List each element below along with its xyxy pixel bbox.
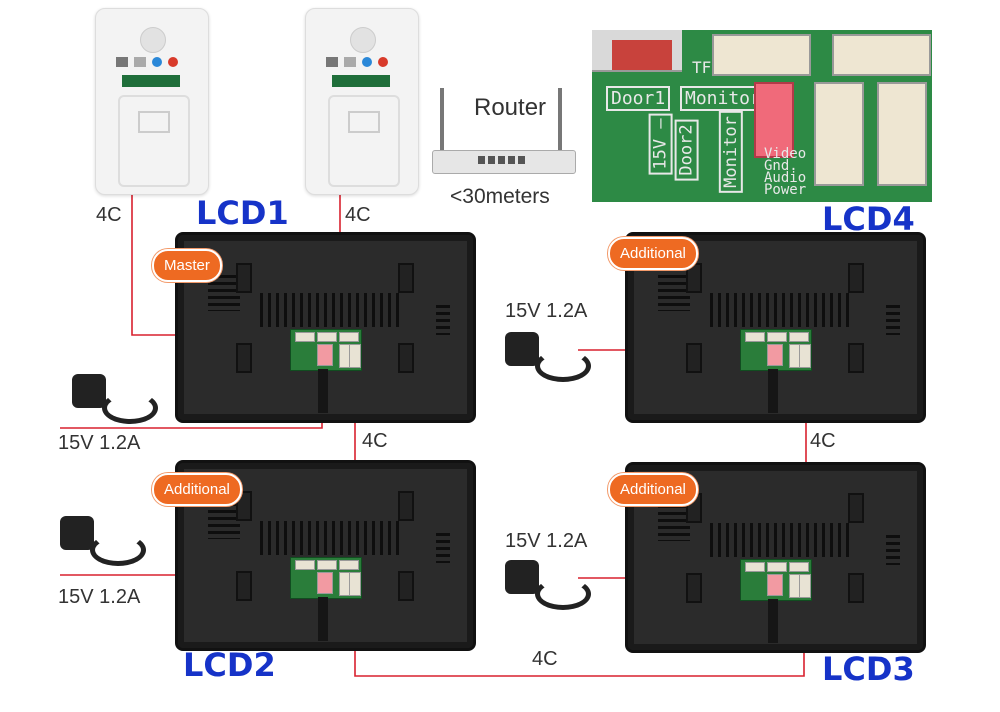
- cable-label-door1: 4C: [96, 204, 122, 226]
- distance-label: <30meters: [450, 185, 550, 208]
- cable-label-door2: 4C: [345, 204, 371, 226]
- additional-badge-lcd4: Additional: [608, 237, 698, 270]
- cable-label-lcd2-lcd3: 4C: [532, 648, 558, 670]
- pcb-label-monitor-1: Monitor: [680, 86, 766, 111]
- pcb-label-door1: Door1: [606, 86, 671, 111]
- power-adapter-icon: [505, 556, 591, 610]
- power-label-lcd1: 15V 1.2A: [58, 432, 141, 454]
- pcb-label-15v: 15V —: [648, 113, 673, 175]
- monitor-lcd1: [175, 232, 476, 423]
- pcb-label-power: Power: [764, 182, 807, 198]
- pcb-closeup: TF Door1 Monitor 15V — Door2 Monitor Vid…: [592, 30, 932, 202]
- power-label-lcd2: 15V 1.2A: [58, 586, 141, 608]
- power-label-lcd4: 15V 1.2A: [505, 300, 588, 322]
- router-icon: [432, 88, 577, 178]
- pcb-label-gnd: Gnd.: [764, 158, 798, 174]
- additional-badge-lcd3: Additional: [608, 473, 698, 506]
- additional-badge-lcd2: Additional: [152, 473, 242, 506]
- lcd2-title: LCD2: [183, 646, 276, 684]
- doorbell-unit-2: [305, 8, 419, 195]
- power-adapter-icon: [72, 370, 158, 424]
- lcd3-title: LCD3: [822, 650, 915, 688]
- lcd1-title: LCD1: [196, 194, 289, 232]
- cable-label-lcd1-lcd2: 4C: [362, 430, 388, 452]
- pcb-label-monitor-2: Monitor: [718, 111, 743, 193]
- cable-label-lcd4-lcd3: 4C: [810, 430, 836, 452]
- pcb-label-door2: Door2: [674, 119, 699, 181]
- pcb-label-video: Video: [764, 146, 807, 162]
- power-adapter-icon: [505, 328, 591, 382]
- power-label-lcd3: 15V 1.2A: [505, 530, 588, 552]
- doorbell-unit-1: [95, 8, 209, 195]
- master-badge: Master: [152, 249, 222, 282]
- monitor-lcd2: [175, 460, 476, 651]
- lcd4-title: LCD4: [822, 200, 915, 238]
- pcb-label-tf: TF: [692, 58, 712, 77]
- pcb-label-audio: Audio: [764, 170, 807, 186]
- power-adapter-icon: [60, 512, 146, 566]
- router-label: Router: [474, 94, 547, 121]
